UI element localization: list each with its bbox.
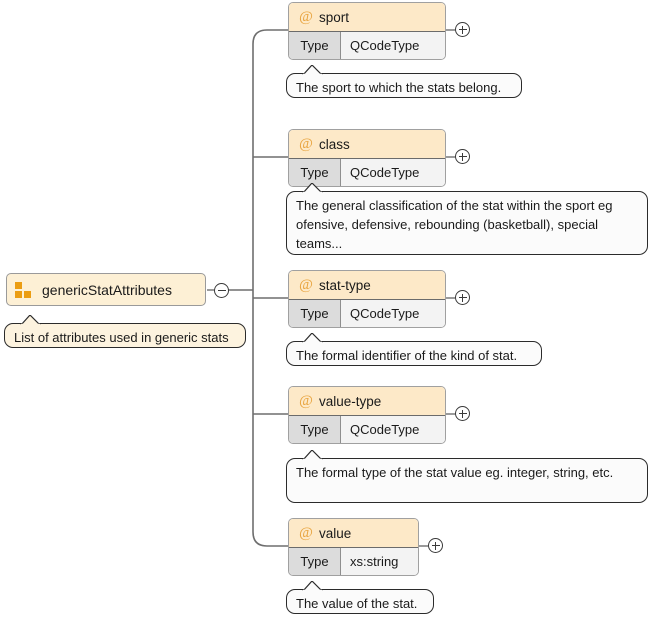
expand-toggle-value[interactable]: [428, 538, 443, 553]
bubble-tail-icon: [302, 333, 324, 343]
bubble-tail-icon: [302, 450, 324, 460]
attribute-node-class[interactable]: @ class Type QCodeType: [288, 129, 446, 187]
attribute-name: stat-type: [319, 277, 371, 293]
group-node-label: genericStatAttributes: [42, 281, 172, 298]
type-value: QCodeType: [341, 159, 445, 186]
at-symbol-icon: @: [299, 276, 313, 293]
documentation-text: The general classification of the stat w…: [296, 198, 613, 251]
expand-toggle-stat-type[interactable]: [455, 290, 470, 305]
at-symbol-icon: @: [299, 524, 313, 541]
documentation-text: The sport to which the stats belong.: [296, 80, 502, 95]
attribute-header: @ class: [289, 130, 445, 159]
attribute-type-row: Type QCodeType: [289, 416, 445, 443]
attribute-header: @ stat-type: [289, 271, 445, 300]
attribute-name: sport: [319, 9, 350, 25]
documentation-text: List of attributes used in generic stats: [14, 330, 229, 345]
attribute-header: @ sport: [289, 3, 445, 32]
documentation-bubble-class: The general classification of the stat w…: [286, 183, 648, 255]
attribute-name: value: [319, 525, 352, 541]
expand-toggle-class[interactable]: [455, 149, 470, 164]
at-symbol-icon: @: [299, 135, 313, 152]
type-label: Type: [289, 32, 341, 59]
attribute-header: @ value: [289, 519, 418, 548]
bubble-tail-icon: [20, 315, 42, 325]
attribute-type-row: Type xs:string: [289, 548, 418, 575]
attribute-node-value[interactable]: @ value Type xs:string: [288, 518, 419, 576]
documentation-text: The formal identifier of the kind of sta…: [296, 348, 518, 363]
collapse-toggle-genericStatAttributes[interactable]: [214, 283, 229, 298]
documentation-bubble-stat-type: The formal identifier of the kind of sta…: [286, 333, 542, 366]
type-value: QCodeType: [341, 416, 445, 443]
documentation-bubble-value-type: The formal type of the stat value eg. in…: [286, 450, 648, 503]
type-label: Type: [289, 159, 341, 186]
attribute-name: value-type: [319, 393, 382, 409]
bubble-tail-icon: [302, 65, 324, 75]
bubble-tail-icon: [302, 183, 324, 193]
type-value: xs:string: [341, 548, 418, 575]
type-label: Type: [289, 548, 341, 575]
at-symbol-icon: @: [299, 8, 313, 25]
documentation-bubble-sport: The sport to which the stats belong.: [286, 65, 522, 98]
documentation-text: The value of the stat.: [296, 596, 418, 611]
attribute-node-stat-type[interactable]: @ stat-type Type QCodeType: [288, 270, 446, 328]
expand-toggle-value-type[interactable]: [455, 406, 470, 421]
attribute-group-icon: [15, 281, 33, 299]
type-value: QCodeType: [341, 300, 445, 327]
attribute-node-sport[interactable]: @ sport Type QCodeType: [288, 2, 446, 60]
attribute-type-row: Type QCodeType: [289, 300, 445, 327]
at-symbol-icon: @: [299, 392, 313, 409]
type-label: Type: [289, 416, 341, 443]
documentation-bubble-root: List of attributes used in generic stats: [4, 315, 246, 348]
attribute-node-value-type[interactable]: @ value-type Type QCodeType: [288, 386, 446, 444]
group-node-genericStatAttributes[interactable]: genericStatAttributes: [6, 273, 206, 306]
attribute-header: @ value-type: [289, 387, 445, 416]
type-value: QCodeType: [341, 32, 445, 59]
type-label: Type: [289, 300, 341, 327]
documentation-bubble-value: The value of the stat.: [286, 581, 434, 614]
attribute-name: class: [319, 136, 350, 152]
attribute-type-row: Type QCodeType: [289, 159, 445, 186]
attribute-type-row: Type QCodeType: [289, 32, 445, 59]
bubble-tail-icon: [302, 581, 324, 591]
expand-toggle-sport[interactable]: [455, 22, 470, 37]
documentation-text: The formal type of the stat value eg. in…: [296, 465, 614, 480]
